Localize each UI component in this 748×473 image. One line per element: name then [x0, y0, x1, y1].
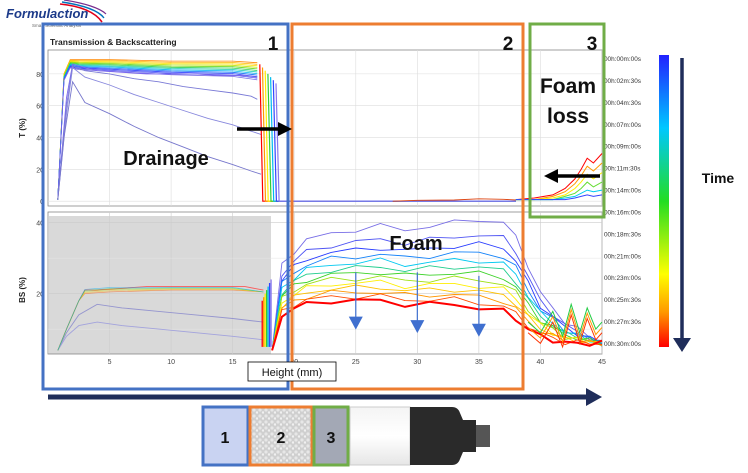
top-y-tick-label: 80 [36, 72, 44, 79]
backscatter-curve [57, 287, 264, 351]
bottom-gray-panel [49, 216, 271, 354]
vial-zone-3 [312, 405, 350, 467]
backscatter-curve [57, 303, 264, 351]
vial-empty-section [349, 406, 411, 466]
top-y-axis-label: T (%) [18, 118, 27, 138]
vial-zone-2 [248, 405, 314, 467]
bottom-series-group [57, 219, 603, 351]
x-axis-label: Height (mm) [262, 367, 323, 379]
zone-3-box [528, 22, 606, 219]
vial-zone-2-label: 2 [277, 430, 286, 447]
transmission-curve [57, 80, 262, 200]
backscatter-curve-zone3 [527, 313, 603, 349]
zone-1-number: 1 [268, 34, 279, 55]
zone-1-box [41, 22, 290, 391]
backscatter-foam-curve [271, 265, 603, 351]
backscatter-foam-curve [271, 257, 603, 351]
top-y-tick-label: 40 [36, 136, 44, 143]
vial-illustration: 1 2 3 [201, 405, 490, 467]
time-tick-label: 00h:23m:00s [604, 275, 641, 282]
top-panel-frame [47, 49, 603, 207]
backscatter-foam-curve [271, 279, 603, 351]
backscatter-curve [57, 321, 264, 351]
time-tick-label: 00h:25m:30s [604, 297, 641, 304]
chart-title: Transmission & Backscattering [50, 37, 177, 47]
time-tick-label: 00h:14m:00s [604, 188, 641, 195]
top-grid [48, 50, 603, 206]
x-tick-label: 10 [167, 359, 175, 366]
drainage-arrow-icon [278, 122, 292, 136]
backscatter-curve-zone3 [527, 307, 603, 344]
x-tick-label: 5 [108, 359, 112, 366]
time-tick-label: 00h:07m:00s [604, 122, 641, 129]
logo-brand: Formulaction [6, 6, 88, 21]
transmission-curve [392, 198, 516, 202]
time-arrow-icon [673, 338, 691, 352]
time-tick-label: 00h:16m:00s [604, 209, 641, 216]
descent-arrow-icon [410, 320, 425, 334]
transmission-drop-curve [275, 83, 516, 202]
time-tick-label: 00h:02m:30s [604, 78, 641, 85]
time-tick-label: 00h:09m:00s [604, 144, 641, 151]
top-y-tick-label: 20 [36, 167, 44, 174]
time-label: Time [702, 170, 735, 186]
vial-cap-tip [476, 425, 490, 447]
transmission-curve-zone3 [515, 153, 603, 201]
backscatter-curve-zone3 [527, 302, 603, 338]
x-tick-label: 35 [475, 359, 483, 366]
transmission-curve [57, 67, 258, 200]
backscatter-foam-curve [271, 241, 603, 351]
top-y-tick-label: 60 [36, 104, 44, 111]
transmission-curve-zone3 [515, 194, 603, 201]
bottom-y-axis-label: BS (%) [18, 277, 27, 303]
vial-cap-icon [410, 407, 476, 465]
time-tick-label: 00h:00m:00s [604, 56, 641, 63]
descent-arrow-icon [471, 323, 486, 337]
bottom-y-tick-label: 20 [36, 292, 44, 299]
x-tick-label: 15 [229, 359, 237, 366]
zone-3-number: 3 [587, 34, 598, 55]
x-tick-label: 25 [352, 359, 360, 366]
drainage-annotation: Drainage [123, 148, 209, 170]
time-tick-label: 00h:11m:30s [604, 166, 640, 173]
x-tick-label: 45 [598, 359, 606, 366]
backscatter-foam-curve [271, 275, 603, 351]
backscatter-foam-curve [271, 235, 603, 351]
vial-zone-1-label: 1 [221, 430, 230, 447]
vial-zone-1 [201, 405, 250, 467]
time-tick-label: 00h:04m:30s [604, 100, 641, 107]
backscatter-foam-curve [271, 270, 603, 351]
time-color-bar [659, 55, 669, 347]
transmission-curve-zone3 [515, 162, 603, 201]
bottom-y-tick-label: 40 [36, 221, 44, 228]
descending-markers [348, 272, 486, 337]
height-arrow-icon [586, 388, 602, 406]
foam-loss-annotation-line1: Foam [540, 75, 596, 98]
zone-2-number: 2 [503, 34, 514, 55]
descent-arrow-icon [348, 316, 363, 330]
logo-swirl-icon [59, 0, 107, 23]
time-labels: 00h:00m:00s 00h:02m:30s 00h:04m:30s 00h:07m… [604, 56, 641, 348]
time-tick-label: 00h:27m:30s [604, 319, 641, 326]
time-tick-label: 00h:18m:30s [604, 231, 641, 238]
transmission-curve [57, 66, 262, 200]
x-tick-label: 30 [413, 359, 421, 366]
time-tick-label: 00h:21m:00s [604, 253, 641, 260]
foam-annotation: Foam [389, 233, 442, 255]
vial-zone-3-label: 3 [327, 430, 336, 447]
time-tick-label: 00h:30m:00s [604, 341, 641, 348]
foam-loss-arrow-icon [544, 169, 558, 183]
zone-2-box [290, 22, 525, 391]
foam-loss-annotation-line2: loss [547, 105, 589, 128]
backscatter-foam-curve [271, 219, 603, 351]
x-tick-label: 40 [537, 359, 545, 366]
x-axis-label-box [247, 361, 337, 382]
